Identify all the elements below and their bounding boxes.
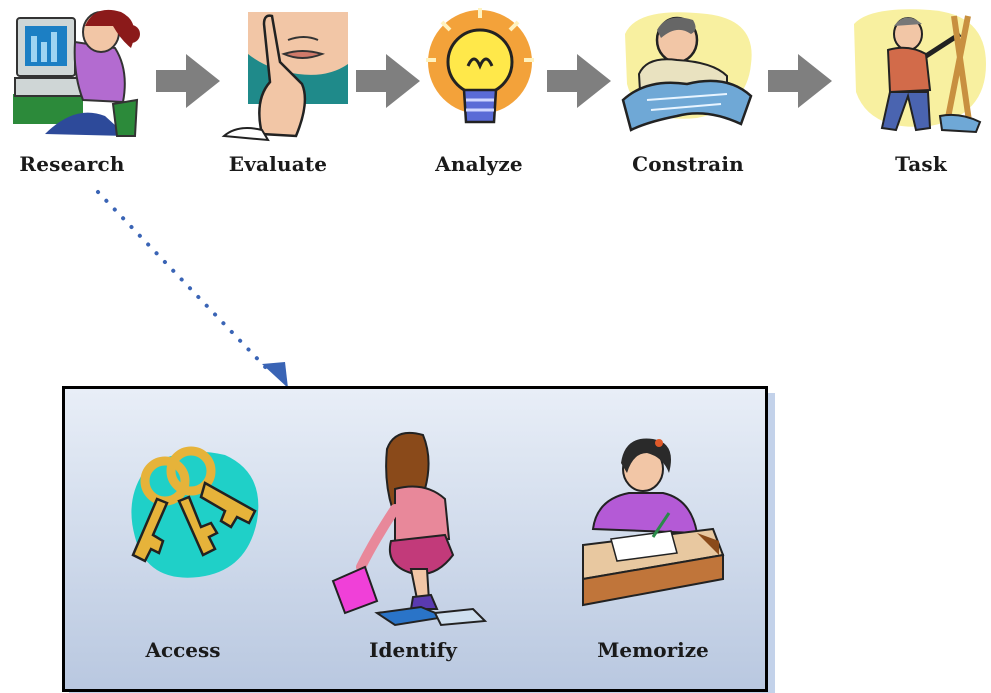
computer-user-icon [13, 9, 140, 137]
arrow-right-icon [768, 54, 832, 108]
research-detail-panel: Access Identify Memoriz [62, 386, 768, 692]
step-research [0, 4, 150, 144]
step-task [845, 4, 991, 144]
thinking-face-icon [221, 12, 348, 142]
arrow-right-icon [156, 54, 220, 108]
item-label-memorize: Memorize [597, 638, 709, 662]
step-evaluate [213, 4, 363, 144]
arrow-right-icon [356, 54, 420, 108]
step-label-task: Task [895, 152, 947, 176]
arrowhead-icon [262, 362, 288, 388]
item-label-access: Access [145, 638, 221, 662]
blueprint-man-icon [621, 12, 753, 132]
step-constrain [612, 4, 762, 144]
writing-girl-icon [582, 438, 725, 607]
item-access [105, 437, 265, 601]
item-label-identify: Identify [369, 638, 457, 662]
step-analyze [405, 4, 555, 144]
item-memorize [573, 429, 733, 633]
step-label-constrain: Constrain [632, 152, 744, 176]
searching-girl-icon [331, 431, 488, 627]
carpenter-icon [854, 9, 986, 134]
lightbulb-icon [426, 8, 534, 124]
step-label-research: Research [19, 152, 125, 176]
arrow-right-icon [547, 54, 611, 108]
step-label-analyze: Analyze [435, 152, 523, 176]
step-label-evaluate: Evaluate [228, 152, 328, 176]
keys-icon [131, 446, 259, 578]
item-identify [325, 429, 495, 633]
